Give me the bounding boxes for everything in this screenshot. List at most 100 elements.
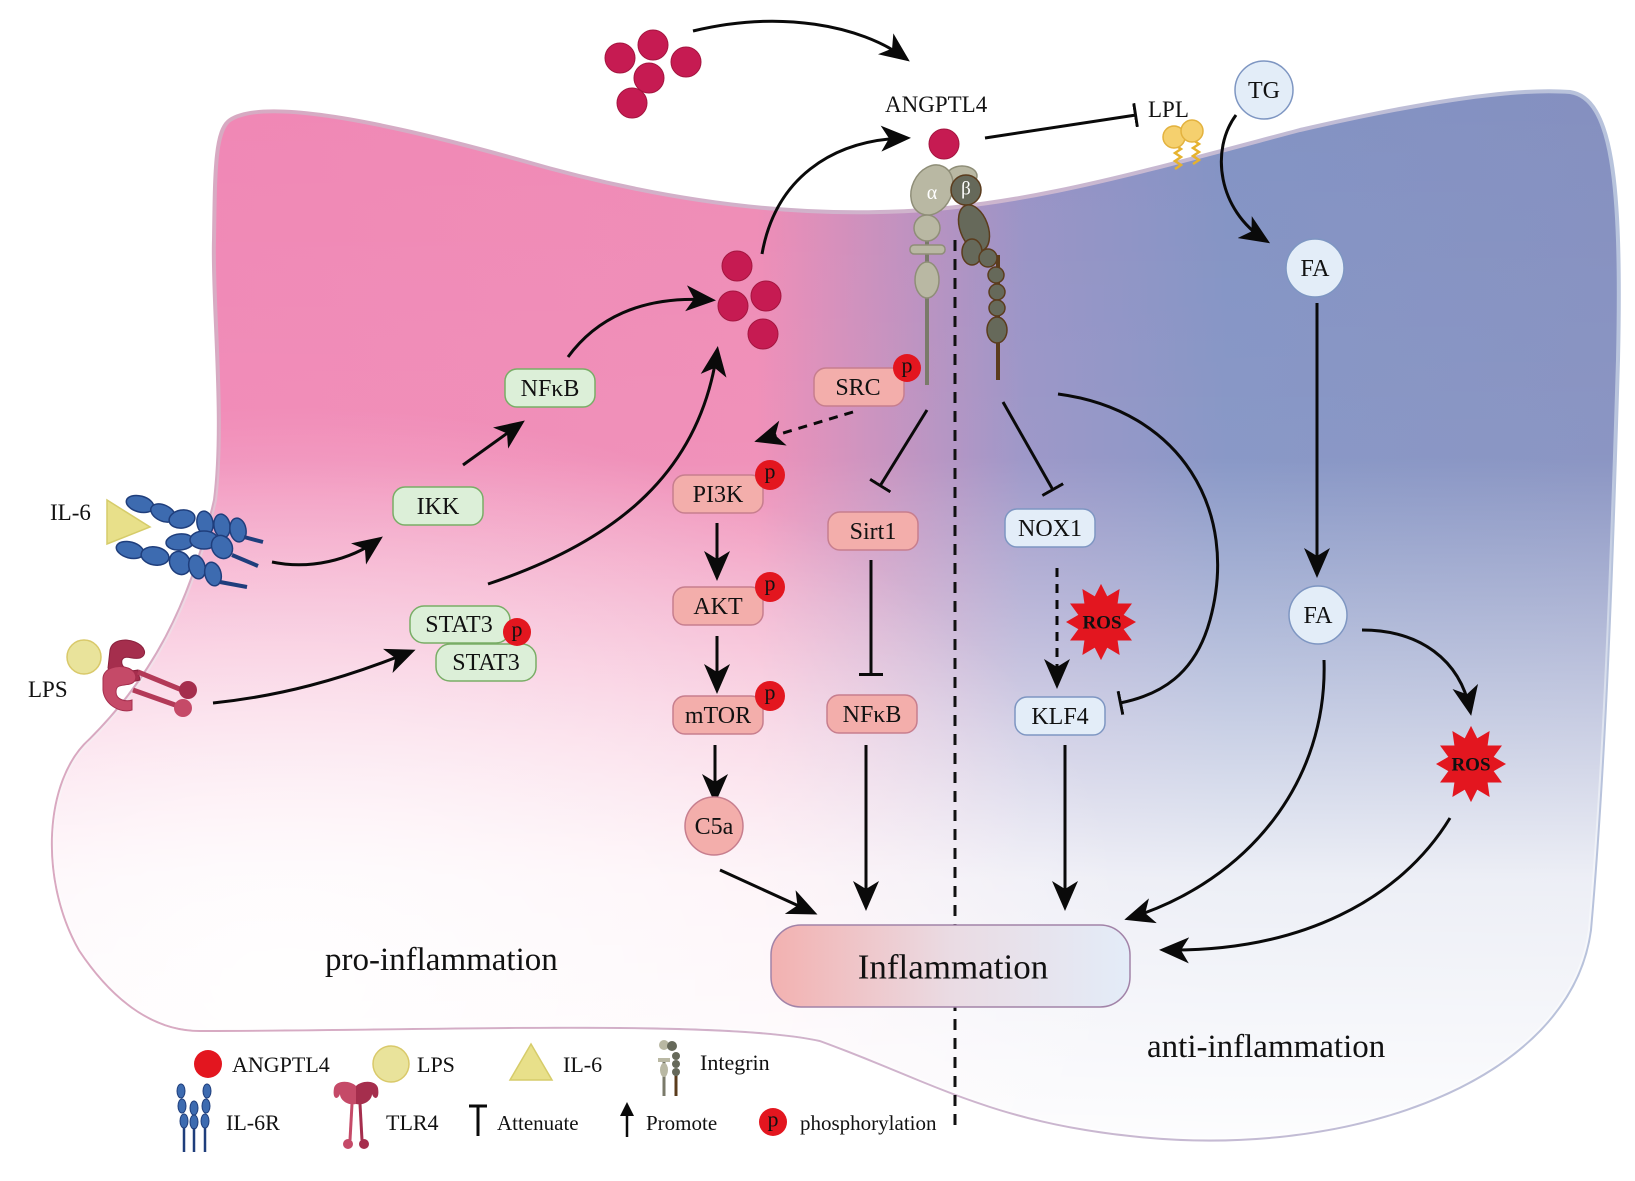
sirt1-node: Sirt1 [827, 511, 919, 551]
ros-right-node: ROS [1436, 725, 1506, 803]
angptl4-dot-icon [194, 1050, 222, 1078]
legend-phospho-marker: p [768, 1107, 779, 1132]
lpl-icon [1162, 119, 1204, 171]
cell-body [50, 89, 1621, 1142]
legend-item-phosphorylation: p phosphorylation [759, 1107, 937, 1136]
angptl4-label: ANGPTL4 [885, 92, 988, 117]
il6-triangle-icon [508, 1042, 554, 1081]
akt-phospho-marker: p [765, 571, 776, 596]
integrin-receptor: α β [909, 164, 1008, 385]
stat3-dimer-node: STAT3 STAT3 p [409, 605, 537, 682]
tlr4-receptor [102, 639, 197, 717]
pi3k-label: PI3K [693, 482, 744, 508]
il6-label: IL-6 [50, 500, 91, 525]
nfkb-top-label: NFκB [521, 376, 580, 402]
arrow-nfkb-to-cluster [566, 285, 716, 358]
arrow-c5a-to-inflammation [719, 868, 818, 915]
inflammation-node: Inflammation [770, 924, 1131, 1008]
promote-arrow-icon [620, 1102, 634, 1137]
pro-inflammation-label: pro-inflammation [325, 942, 558, 978]
stat3-upper-label: STAT3 [425, 612, 492, 638]
legend-item-tlr4: TLR4 [333, 1081, 439, 1149]
fa-top-label: FA [1301, 256, 1331, 282]
src-label: SRC [835, 375, 880, 401]
legend-label-tlr4: TLR4 [386, 1110, 439, 1135]
stat3-lower-label: STAT3 [452, 650, 519, 676]
legend-item-attenuate: Attenuate [469, 1104, 579, 1136]
lpl-label: LPL [1148, 97, 1189, 122]
attenuate-integrin-klf4 [1057, 392, 1220, 715]
inflammation-label: Inflammation [858, 948, 1049, 987]
legend-item-angptl4: ANGPTL4 [194, 1050, 330, 1078]
mtor-label: mTOR [685, 703, 751, 729]
c5a-node: C5a [684, 796, 744, 856]
klf4-node: KLF4 [1014, 696, 1106, 736]
attenuate-integrin-sirt1 [869, 409, 929, 494]
legend-item-il6r: IL-6R [176, 1083, 280, 1152]
phosphorylation-icon [759, 1108, 787, 1136]
anti-inflammation-label: anti-inflammation [1147, 1029, 1385, 1065]
integrin-icon [658, 1040, 680, 1096]
nfkb-mid-node: NFκB [826, 694, 918, 734]
legend-label-lps: LPS [417, 1052, 455, 1077]
legend-item-il6: IL-6 [508, 1042, 602, 1081]
arrow-stat3-to-cluster [487, 346, 727, 586]
nfkb-mid-label: NFκB [843, 702, 902, 728]
tg-node [1234, 60, 1294, 120]
arrow-fa-to-ros [1361, 628, 1479, 716]
lps-ligand [66, 639, 102, 675]
legend: ANGPTL4 LPS IL-6 Integrin [176, 1040, 937, 1152]
stat3-phospho-marker: p [512, 617, 523, 642]
mtor-phospho-marker: p [765, 680, 776, 705]
tlr4-icon [333, 1081, 379, 1149]
legend-label-phosphorylation: phosphorylation [800, 1111, 937, 1135]
legend-label-il6: IL-6 [563, 1052, 602, 1077]
legend-item-integrin: Integrin [658, 1040, 770, 1096]
pi3k-node: PI3K p [672, 459, 785, 514]
nox1-node: NOX1 [1004, 508, 1096, 548]
c5a-label: C5a [695, 814, 734, 840]
mtor-node: mTOR p [672, 680, 785, 735]
il6r-icon [176, 1083, 212, 1152]
angptl4-cluster-intracellular [717, 250, 782, 350]
legend-label-attenuate: Attenuate [497, 1111, 579, 1135]
nox1-label: NOX1 [1018, 516, 1082, 542]
lps-circle-icon [372, 1045, 410, 1083]
akt-node: AKT p [672, 571, 785, 626]
il6r-receptor [115, 494, 264, 589]
legend-label-il6r: IL-6R [226, 1110, 280, 1135]
arrow-ros-to-inflammation [1159, 817, 1452, 964]
arrow-il6r-to-ikk [271, 536, 383, 567]
integrin-beta-label: β [961, 179, 971, 200]
akt-label: AKT [693, 594, 743, 620]
ros-mid-node: ROS [1066, 583, 1136, 661]
attenuate-integrin-nox1 [1001, 401, 1064, 497]
legend-label-promote: Promote [646, 1111, 717, 1135]
src-phospho-marker: p [902, 353, 913, 378]
arrow-tlr4-to-stat3 [212, 648, 416, 705]
fa-mid-node: FA [1288, 585, 1348, 645]
attenuate-angptl4-lpl [984, 102, 1139, 140]
integrin-alpha-label: α [927, 182, 938, 204]
arrow-fa-to-inflammation [1124, 659, 1326, 924]
nfkb-top-node: NFκB [504, 368, 596, 408]
angptl4-cluster-extracellular [604, 29, 702, 119]
arrow-tg-to-fa [1219, 114, 1271, 244]
dashed-arrow-src-to-pi3k [754, 410, 854, 446]
fa-mid-label: FA [1304, 603, 1334, 629]
pi3k-phospho-marker: p [765, 459, 776, 484]
arrow-ikk-to-nfkb [462, 420, 525, 467]
arrow-cluster-to-angptl4 [692, 19, 910, 62]
ros-mid-label: ROS [1082, 613, 1121, 634]
sirt1-label: Sirt1 [850, 519, 897, 545]
il6-ligand [106, 498, 152, 546]
tg-label: TG [1248, 78, 1280, 104]
ikk-label: IKK [417, 494, 460, 520]
attenuate-icon [469, 1104, 487, 1136]
arrow-cluster-to-angptl4-secreted [760, 125, 911, 255]
lps-label: LPS [28, 677, 68, 702]
legend-label-angptl4: ANGPTL4 [232, 1052, 330, 1077]
src-node: SRC p [813, 353, 921, 407]
fa-top-node: FA [1285, 238, 1345, 298]
